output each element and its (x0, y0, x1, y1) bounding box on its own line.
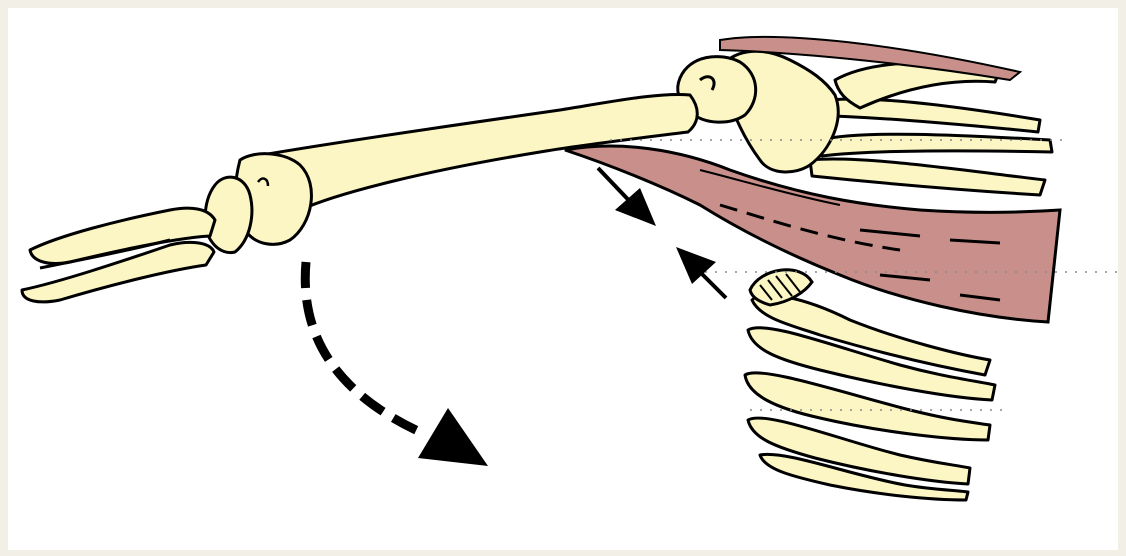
tension-arrow-out-head (676, 247, 716, 284)
upper-rib-2 (810, 159, 1045, 195)
forearm (22, 177, 252, 302)
motion-arrow (305, 262, 488, 466)
motion-arrow-path (305, 262, 420, 432)
motion-arrow-head (418, 408, 488, 466)
upper-rib-1 (820, 134, 1052, 156)
diagram-canvas (8, 8, 1118, 550)
anatomy-illustration (8, 8, 1118, 550)
upper-ribs (810, 99, 1052, 195)
